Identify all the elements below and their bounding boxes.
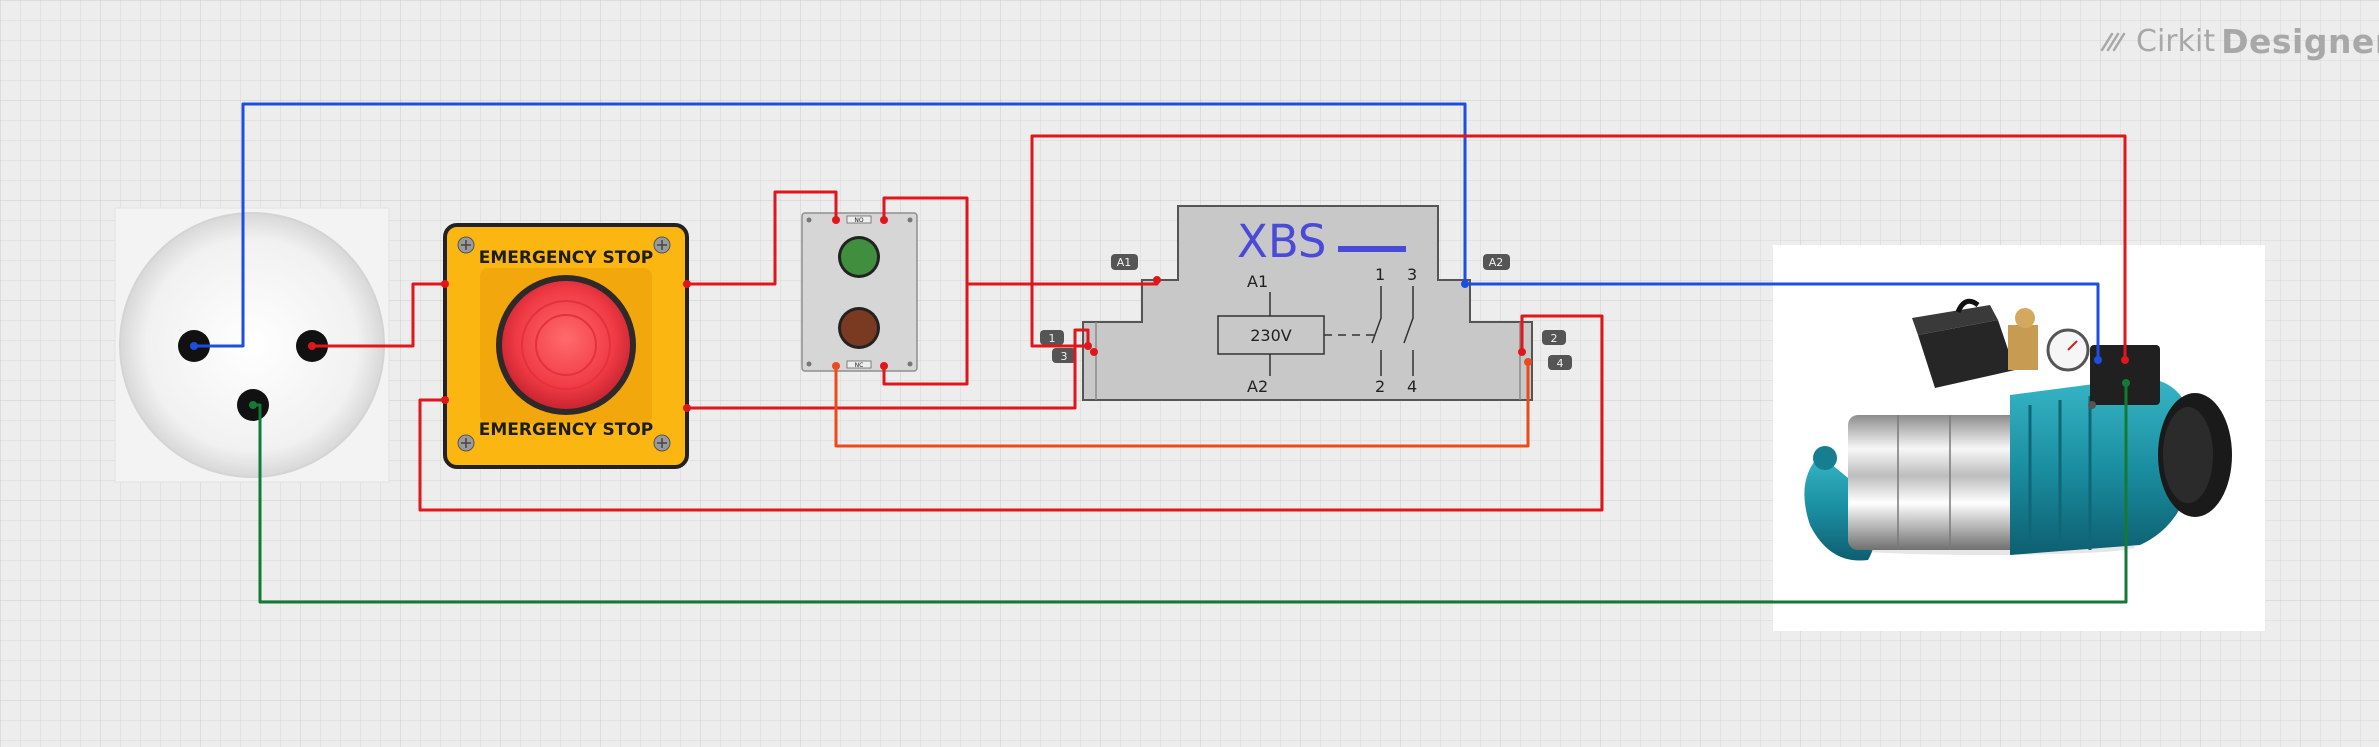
contactor-xbs[interactable]: XBS A1 230V A2 1 3 2 4 — [1082, 205, 1533, 401]
cirkit-logo-icon — [2100, 32, 2126, 51]
contactor-pin-2-label: 2 — [1375, 377, 1385, 396]
estop-bottom-label: EMERGENCY STOP — [479, 420, 653, 440]
wire-phase-socket-to-estop — [312, 282, 445, 348]
emergency-stop-button[interactable]: EMERGENCY STOP EMERGENCY STOP — [443, 223, 689, 469]
contactor-a2-label: A2 — [1247, 377, 1268, 396]
estop-screw-br — [653, 434, 671, 452]
cirkit-designer-logo: Cirkit Designer — [2100, 22, 2379, 61]
wire-phase-estop-to-contact-1 — [687, 366, 1000, 408]
estop-screw-tl — [457, 236, 475, 254]
estop-screw-tr — [653, 236, 671, 254]
pushbutton-nc-label: NC — [855, 362, 864, 369]
wall-socket[interactable] — [114, 207, 390, 483]
contactor-a1-label: A1 — [1247, 272, 1268, 291]
wire-phase-no-to-a1 — [882, 196, 1159, 286]
pump-terminal-box — [2090, 345, 2160, 405]
pump-inlet-port — [1813, 446, 1837, 470]
estop-top-label: EMERGENCY STOP — [479, 248, 653, 268]
push-button-station[interactable]: NO NC — [801, 212, 918, 372]
wire-phase-estop-out-to-contact-2 — [418, 314, 1604, 512]
wire-phase-estop-to-no — [687, 190, 838, 286]
stop-button[interactable] — [841, 310, 877, 346]
wire-phase-contact-1-to-pump — [1030, 134, 2127, 360]
start-button[interactable] — [841, 239, 877, 275]
wire-phase-estop-to-contactor-3 — [687, 328, 1090, 410]
wire-neutral-socket-to-a2 — [194, 102, 1467, 348]
contactor-pin-4-label: 4 — [1407, 377, 1417, 396]
pump-control-box — [1918, 320, 2015, 388]
water-pump[interactable] — [1773, 245, 2265, 631]
logo-brand-text: Cirkit — [2136, 24, 2216, 59]
contactor-pin-3-label: 3 — [1407, 265, 1417, 284]
pin-tag-1: 1 — [1040, 330, 1064, 345]
pushbutton-no-label: NO — [854, 217, 863, 224]
svg-text:3: 3 — [1061, 350, 1068, 363]
contactor-pin-1-label: 1 — [1375, 265, 1385, 284]
contactor-coil-label: 230V — [1250, 326, 1292, 345]
wire-neutral-a2-to-pump — [1465, 282, 2100, 360]
terminal-points — [190, 216, 2130, 412]
wire-ground-socket-to-pump — [253, 383, 2128, 604]
wire-phase-nc-to-no — [882, 284, 969, 386]
pump-body — [1848, 415, 2023, 550]
svg-text:A1: A1 — [1117, 256, 1132, 269]
svg-text:1: 1 — [1049, 332, 1056, 345]
pin-tag-2: 2 — [1542, 330, 1566, 345]
pin-tag-3: 3 — [1052, 348, 1076, 363]
pump-brass-fitting — [2008, 325, 2038, 370]
svg-text:4: 4 — [1557, 357, 1564, 370]
contactor-title: XBS — [1237, 215, 1326, 268]
pin-tag-a1: A1 — [1111, 254, 1138, 270]
logo-product-text: Designer — [2221, 22, 2379, 61]
wire-control-nc-to-contact-4 — [834, 362, 1530, 448]
pin-tag-4: 4 — [1548, 355, 1572, 370]
estop-screw-bl — [457, 434, 475, 452]
svg-text:A2: A2 — [1489, 256, 1504, 269]
pin-tag-a2: A2 — [1483, 254, 1510, 270]
svg-text:2: 2 — [1551, 332, 1558, 345]
pump-motor — [2010, 378, 2195, 555]
